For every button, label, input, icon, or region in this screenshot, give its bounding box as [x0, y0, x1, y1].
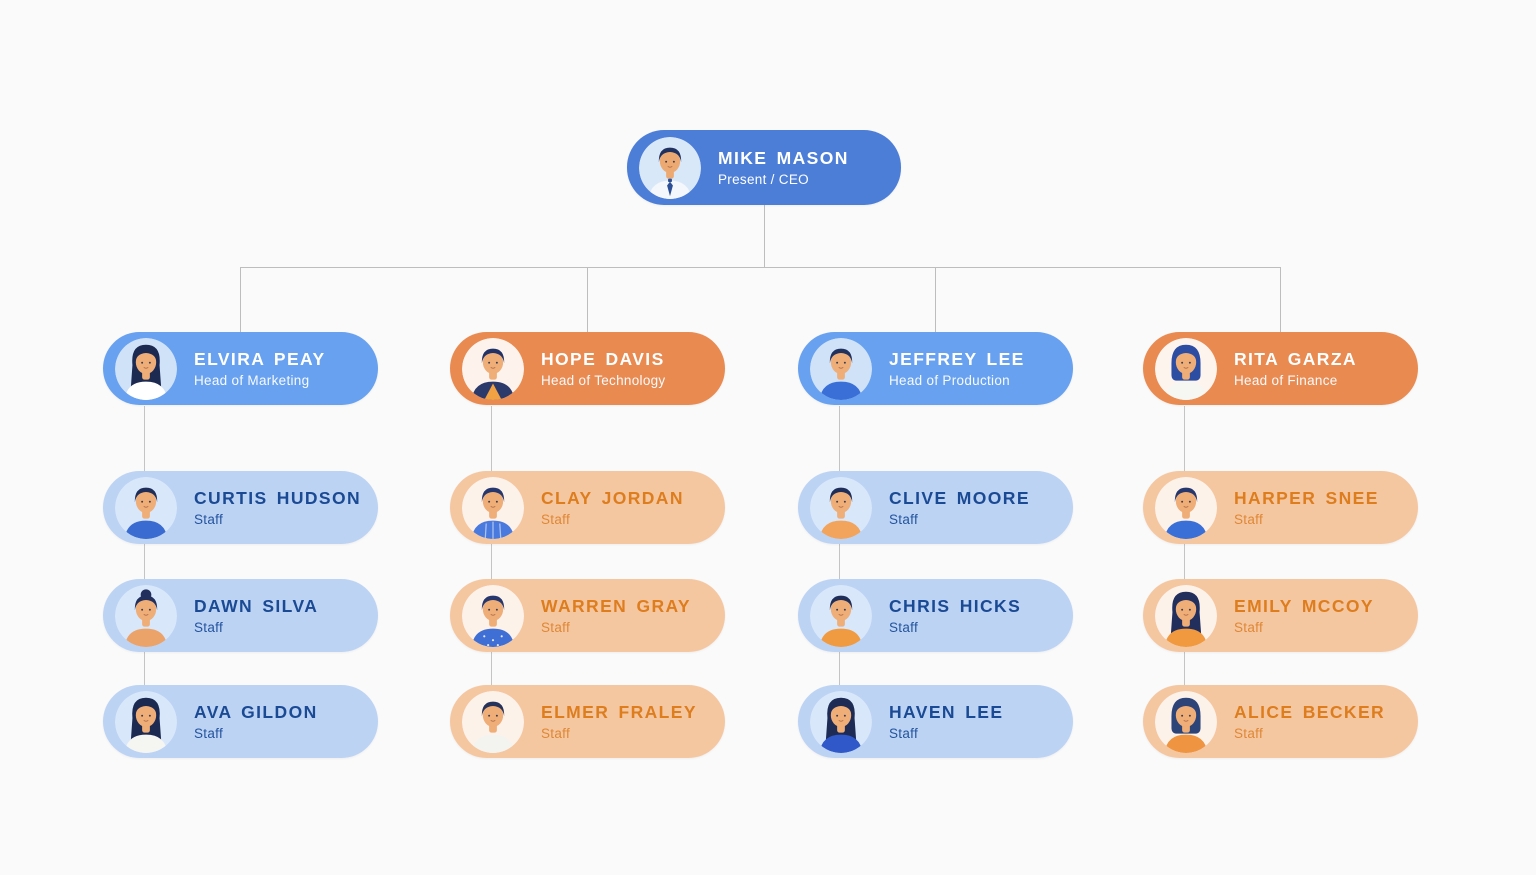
avatar-mike-mason-icon: [639, 136, 701, 199]
person-name: ELMER FRALEY: [541, 702, 697, 722]
org-card-curtis-hudson[interactable]: CURTIS HUDSON Staff: [103, 471, 378, 544]
person-name: CHRIS HICKS: [889, 596, 1022, 616]
person-name: EMILY MCCOY: [1234, 596, 1374, 616]
avatar-warren-gray-icon: [462, 584, 524, 647]
person-title: Head of Marketing: [194, 373, 310, 388]
person-title: Staff: [194, 726, 224, 741]
org-card-rita-garza[interactable]: RITA GARZA Head of Finance: [1143, 332, 1418, 405]
person-title: Staff: [541, 512, 571, 527]
org-card-warren-gray[interactable]: WARREN GRAY Staff: [450, 579, 725, 652]
avatar-jeffrey-lee-icon: [810, 337, 872, 400]
avatar-alice-becker-icon: [1155, 690, 1217, 753]
connector-drop-finance: [1280, 267, 1281, 332]
org-card-elvira-peay[interactable]: ELVIRA PEAY Head of Marketing: [103, 332, 378, 405]
person-title: Present / CEO: [718, 172, 809, 187]
org-card-jeffrey-lee[interactable]: JEFFREY LEE Head of Production: [798, 332, 1073, 405]
avatar-ava-gildon-icon: [115, 690, 177, 753]
connector-ceo-drop: [764, 205, 765, 267]
person-name: CURTIS HUDSON: [194, 488, 362, 508]
person-name: RITA GARZA: [1234, 349, 1357, 369]
person-name: HARPER SNEE: [1234, 488, 1379, 508]
avatar-chris-hicks-icon: [810, 584, 872, 647]
connector-spine-finance: [1184, 406, 1185, 686]
person-title: Staff: [889, 512, 919, 527]
person-name: JEFFREY LEE: [889, 349, 1025, 369]
person-title: Staff: [1234, 726, 1264, 741]
connector-spine-marketing: [144, 406, 145, 686]
person-name: AVA GILDON: [194, 702, 318, 722]
person-title: Staff: [194, 620, 224, 635]
org-card-elmer-fraley[interactable]: ELMER FRALEY Staff: [450, 685, 725, 758]
org-card-clive-moore[interactable]: CLIVE MOORE Staff: [798, 471, 1073, 544]
person-name: ALICE BECKER: [1234, 702, 1386, 722]
connector-horizontal: [240, 267, 1281, 268]
org-card-haven-lee[interactable]: HAVEN LEE Staff: [798, 685, 1073, 758]
person-title: Staff: [889, 620, 919, 635]
person-name: MIKE MASON: [718, 148, 849, 168]
connector-drop-marketing: [240, 267, 241, 332]
person-title: Staff: [194, 512, 224, 527]
person-title: Head of Production: [889, 373, 1010, 388]
org-card-clay-jordan[interactable]: CLAY JORDAN Staff: [450, 471, 725, 544]
connector-drop-technology: [587, 267, 588, 332]
connector-spine-technology: [491, 406, 492, 686]
avatar-clay-jordan-icon: [462, 476, 524, 539]
avatar-clive-moore-icon: [810, 476, 872, 539]
person-title: Head of Finance: [1234, 373, 1338, 388]
person-name: ELVIRA PEAY: [194, 349, 326, 369]
person-name: DAWN SILVA: [194, 596, 319, 616]
org-card-alice-becker[interactable]: ALICE BECKER Staff: [1143, 685, 1418, 758]
org-card-harper-snee[interactable]: HARPER SNEE Staff: [1143, 471, 1418, 544]
avatar-hope-davis-icon: [462, 337, 524, 400]
person-title: Staff: [1234, 620, 1264, 635]
person-name: WARREN GRAY: [541, 596, 691, 616]
org-card-hope-davis[interactable]: HOPE DAVIS Head of Technology: [450, 332, 725, 405]
connector-drop-production: [935, 267, 936, 332]
org-card-emily-mccoy[interactable]: EMILY MCCOY Staff: [1143, 579, 1418, 652]
org-card-mike-mason[interactable]: MIKE MASON Present / CEO: [627, 130, 901, 205]
avatar-elmer-fraley-icon: [462, 690, 524, 753]
avatar-harper-snee-icon: [1155, 476, 1217, 539]
avatar-curtis-hudson-icon: [115, 476, 177, 539]
avatar-dawn-silva-icon: [115, 584, 177, 647]
org-card-ava-gildon[interactable]: AVA GILDON Staff: [103, 685, 378, 758]
person-name: CLIVE MOORE: [889, 488, 1030, 508]
avatar-haven-lee-icon: [810, 690, 872, 753]
person-name: CLAY JORDAN: [541, 488, 684, 508]
person-title: Staff: [541, 620, 571, 635]
person-title: Staff: [1234, 512, 1264, 527]
connector-spine-production: [839, 406, 840, 686]
person-name: HOPE DAVIS: [541, 349, 665, 369]
person-name: HAVEN LEE: [889, 702, 1004, 722]
person-title: Staff: [889, 726, 919, 741]
avatar-rita-garza-icon: [1155, 337, 1217, 400]
person-title: Staff: [541, 726, 571, 741]
person-title: Head of Technology: [541, 373, 666, 388]
org-card-chris-hicks[interactable]: CHRIS HICKS Staff: [798, 579, 1073, 652]
avatar-elvira-peay-icon: [115, 337, 177, 400]
avatar-emily-mccoy-icon: [1155, 584, 1217, 647]
org-card-dawn-silva[interactable]: DAWN SILVA Staff: [103, 579, 378, 652]
